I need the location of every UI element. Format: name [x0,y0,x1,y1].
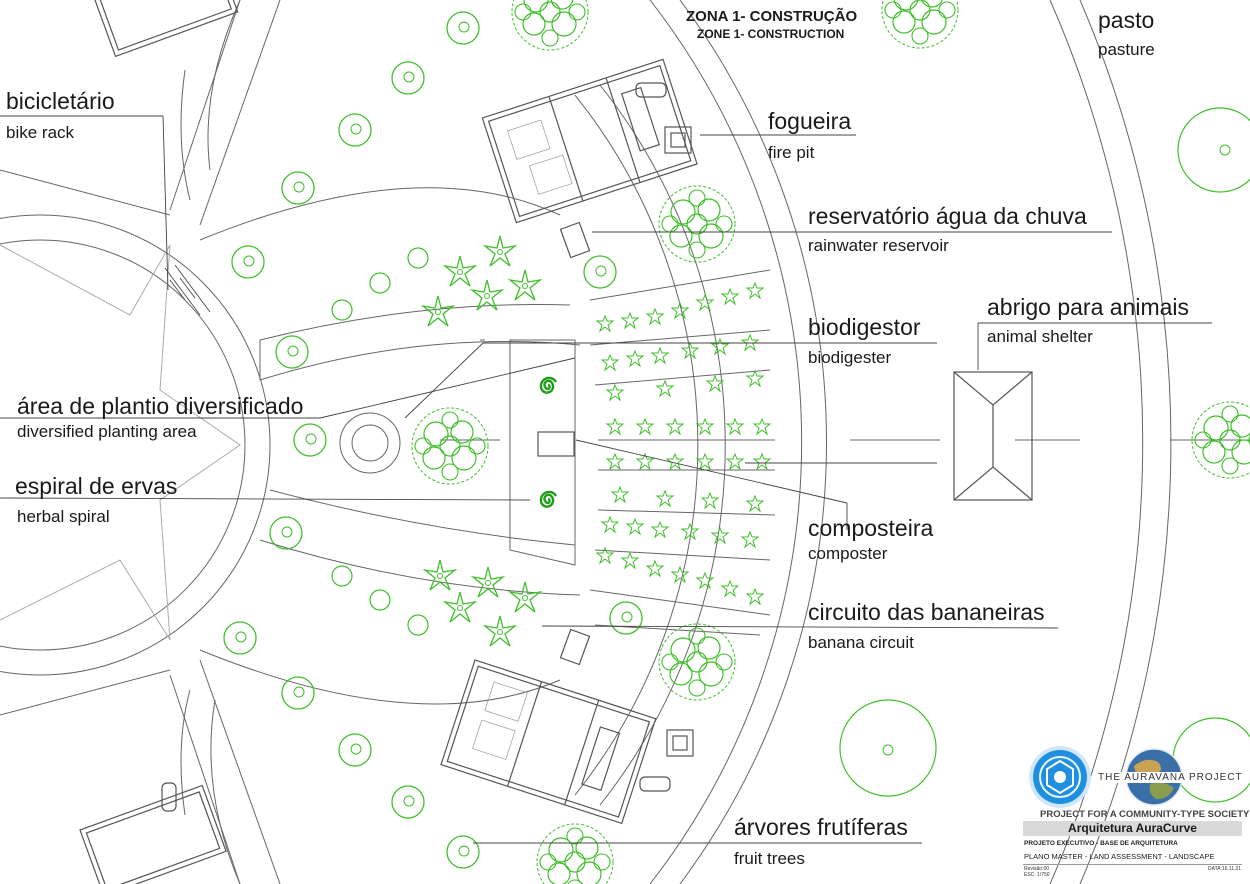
label-composter-pt: composteira [808,515,934,541]
label-animal-shelter-pt: abrigo para animais [987,294,1190,320]
label-fruit-trees-pt: árvores frutíferas [734,814,908,840]
label-banana-circuit-pt: circuito das bananeiras [808,599,1045,625]
label-bike-rack-pt: bicicletário [6,88,115,114]
label-bike-rack-en: bike rack [6,123,75,142]
zone-title-en: ZONE 1- CONSTRUCTION [697,27,845,41]
title-block-tagline: PROJECT FOR A COMMUNITY-TYPE SOCIETY [1040,809,1250,820]
title-block-plan: PLANO MASTER - LAND ASSESSMENT - LANDSCA… [1024,852,1215,861]
title-block-project-name: THE AURAVANA PROJECT [1096,772,1245,783]
label-animal-shelter-en: animal shelter [987,327,1093,346]
label-planting-area-pt: área de plantio diversificado [17,393,304,419]
title-block-scale: ESC: 1/750 [1024,872,1050,878]
label-biodigester-pt: biodigestor [808,314,921,340]
label-herbal-spiral-pt: espiral de ervas [15,473,178,499]
label-herbal-spiral-en: herbal spiral [17,507,110,526]
label-pasture-en: pasture [1098,40,1155,59]
title-block-revision: Revisão:00 [1024,866,1050,872]
label-rainwater-pt: reservatório água da chuva [808,203,1087,229]
title-block-divider [1023,864,1242,865]
label-banana-circuit-en: banana circuit [808,633,914,652]
label-fruit-trees-en: fruit trees [734,849,805,868]
title-block-executive: PROJETO EXECUTIVO - BASE DE ARQUITETURA [1024,840,1178,847]
label-planting-area-en: diversified planting area [17,422,197,441]
title-block-architecture: Arquitetura AuraCurve [1023,821,1242,836]
zone-title-pt: ZONA 1- CONSTRUÇÃO [686,8,858,25]
label-fire-pit-en: fire pit [768,143,815,162]
label-composter-en: composter [808,544,888,563]
label-rainwater-en: rainwater reservoir [808,236,949,255]
label-biodigester-en: biodigester [808,348,892,367]
label-fire-pit-pt: fogueira [768,108,852,134]
label-pasture-pt: pasto [1098,7,1155,33]
title-block-date: DATA:16.11.21 [1208,866,1242,872]
auravana-emblem-icon [1029,746,1091,808]
